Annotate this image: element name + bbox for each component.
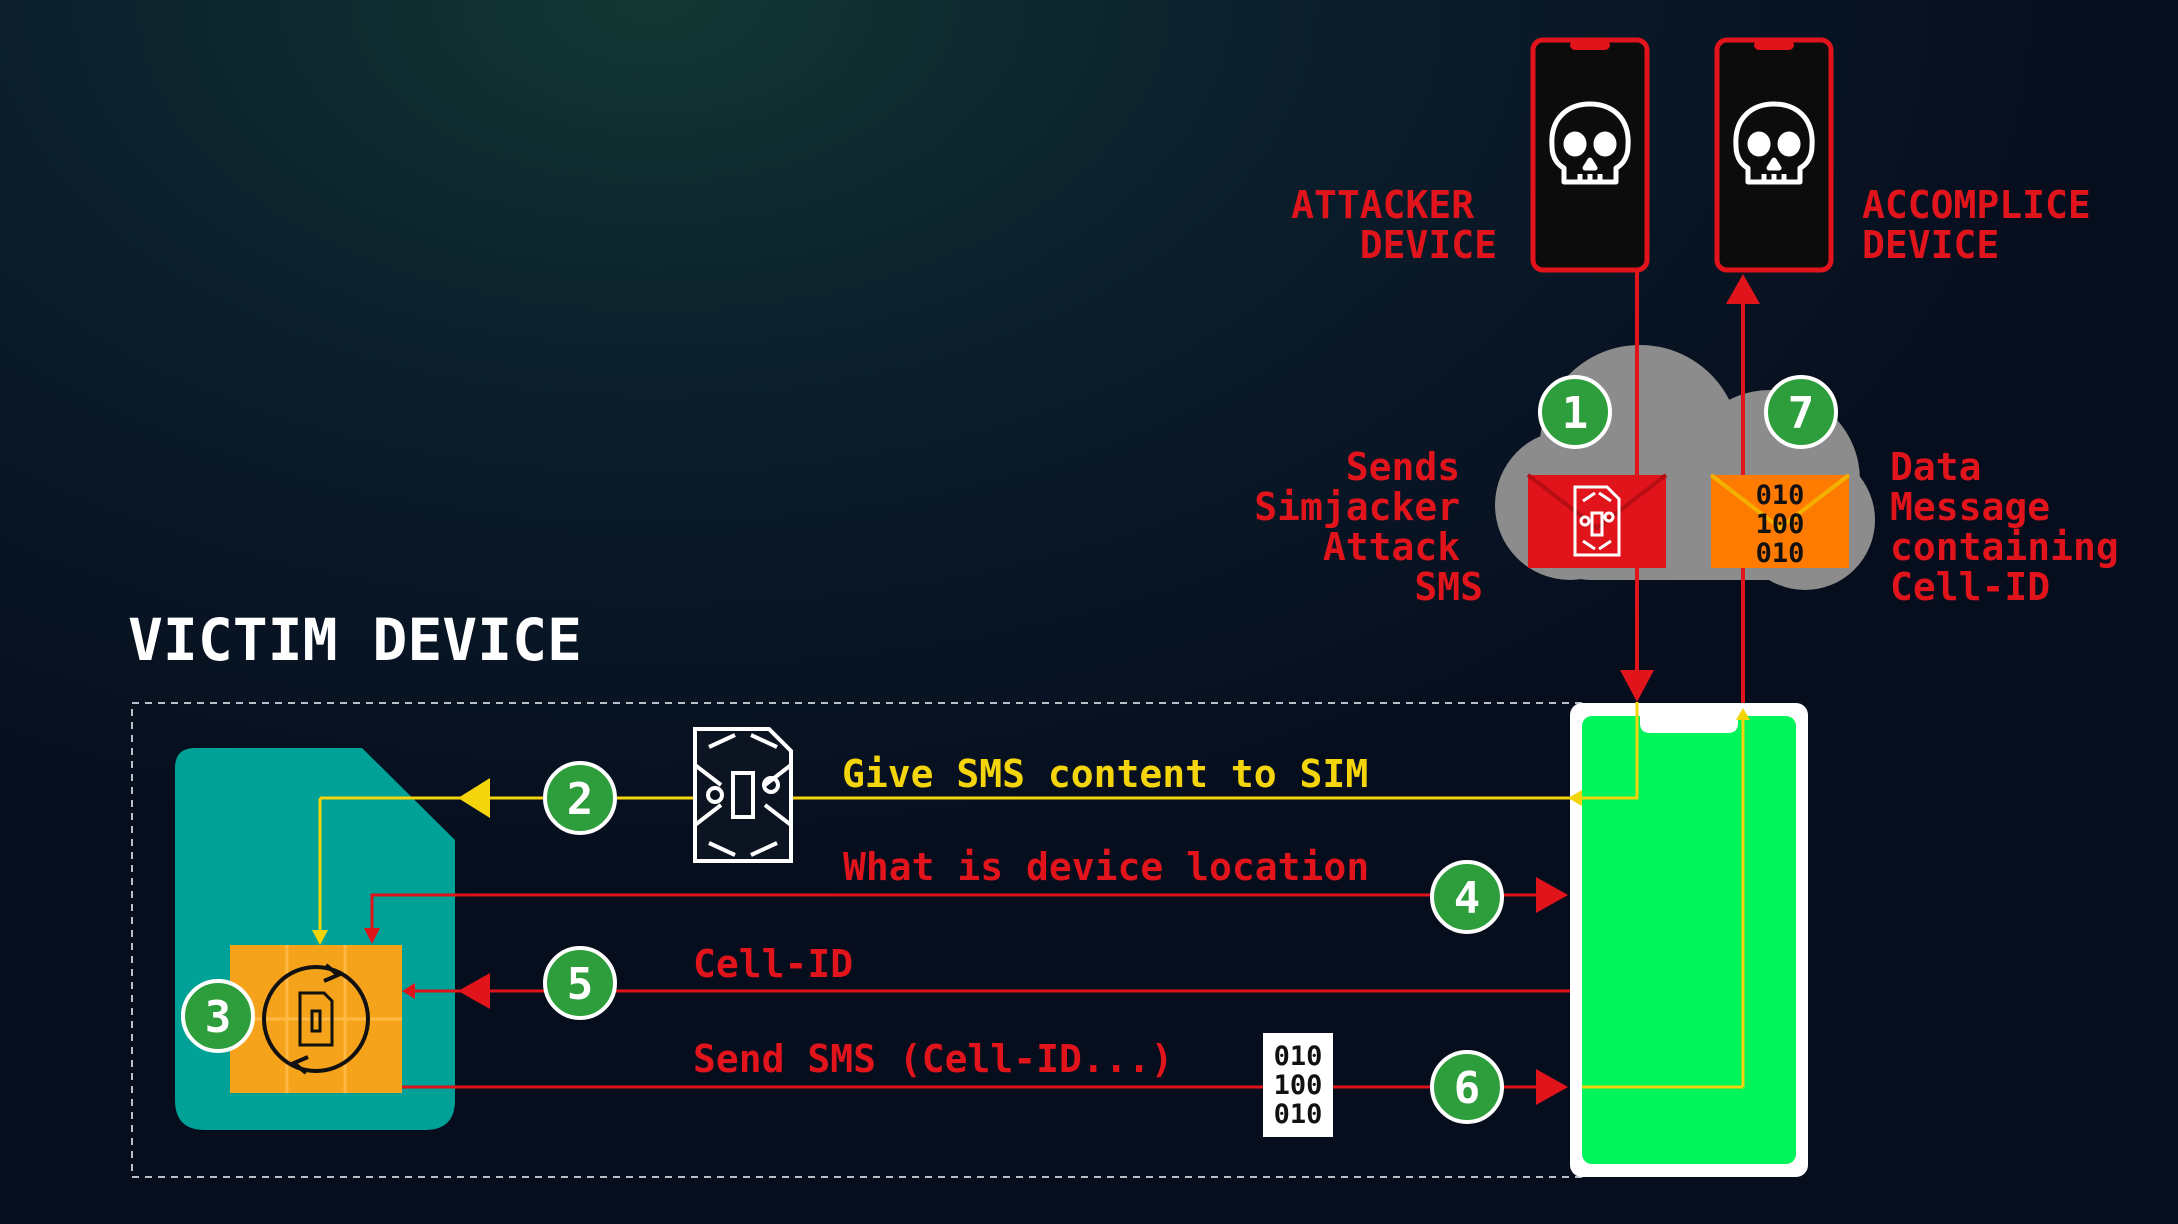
what-location-label: What is device location xyxy=(843,845,1369,889)
sync-sim-icon xyxy=(262,963,370,1075)
step-badge-2: 2 xyxy=(543,761,617,835)
sim-card-icon xyxy=(1573,485,1621,557)
cell-id-label: Cell-ID xyxy=(693,942,853,986)
envelope-binary-line: 100 xyxy=(1756,509,1805,540)
arrowhead xyxy=(1536,877,1568,913)
data-message-label: Data Message containing Cell-ID xyxy=(1890,445,2142,609)
arrowhead xyxy=(1536,1069,1568,1105)
envelope-binary-line: 010 xyxy=(1756,480,1805,511)
svg-text:3: 3 xyxy=(205,992,232,1043)
data-message-envelope: 010 100 010 xyxy=(1709,473,1851,569)
step-badge-3: 3 xyxy=(181,979,255,1053)
step-badge-1: 1 xyxy=(1538,375,1612,449)
skull-icon xyxy=(1733,101,1815,185)
send-sms-label: Send SMS (Cell-ID...) xyxy=(693,1037,1173,1081)
sim-card xyxy=(175,748,455,1130)
svg-text:2: 2 xyxy=(567,774,594,825)
arrowhead xyxy=(458,778,490,818)
arrowhead xyxy=(1726,274,1760,304)
accomplice-label: ACCOMPLICE DEVICE xyxy=(1862,183,2114,267)
simjacker-sim-icon xyxy=(693,727,793,863)
give-sms-path-top xyxy=(1572,702,1639,800)
payload-binary-line: 010 xyxy=(1274,1041,1323,1072)
payload-binary-line: 100 xyxy=(1274,1070,1323,1101)
step-badge-7: 7 xyxy=(1764,375,1838,449)
victim-phone xyxy=(1570,703,1808,1177)
svg-text:1: 1 xyxy=(1562,388,1589,439)
step-badge-5: 5 xyxy=(543,946,617,1020)
payload-binary-line: 010 xyxy=(1274,1099,1323,1130)
location-request-path xyxy=(370,893,1538,940)
simjacker-sms-envelope xyxy=(1526,473,1668,568)
step-badge-6: 6 xyxy=(1430,1050,1504,1124)
envelope-binary-line: 010 xyxy=(1756,538,1805,569)
accomplice-phone xyxy=(1714,37,1834,273)
svg-text:6: 6 xyxy=(1454,1063,1481,1114)
give-sms-label: Give SMS content to SIM xyxy=(842,752,1368,796)
sends-label: Sends Simjacker Attack SMS xyxy=(1254,445,1483,609)
attacker-phone xyxy=(1530,37,1650,273)
victim-device-title: VICTIM DEVICE xyxy=(128,606,582,674)
svg-text:5: 5 xyxy=(567,959,594,1010)
arrowhead xyxy=(458,973,490,1009)
skull-icon xyxy=(1549,101,1631,185)
svg-text:4: 4 xyxy=(1454,873,1481,924)
attacker-label: ATTACKER DEVICE xyxy=(1291,183,1497,267)
svg-text:7: 7 xyxy=(1788,388,1815,439)
binary-payload-box: 010 100 010 xyxy=(1263,1033,1333,1137)
step-badge-4: 4 xyxy=(1430,860,1504,934)
arrowhead xyxy=(1620,670,1654,702)
